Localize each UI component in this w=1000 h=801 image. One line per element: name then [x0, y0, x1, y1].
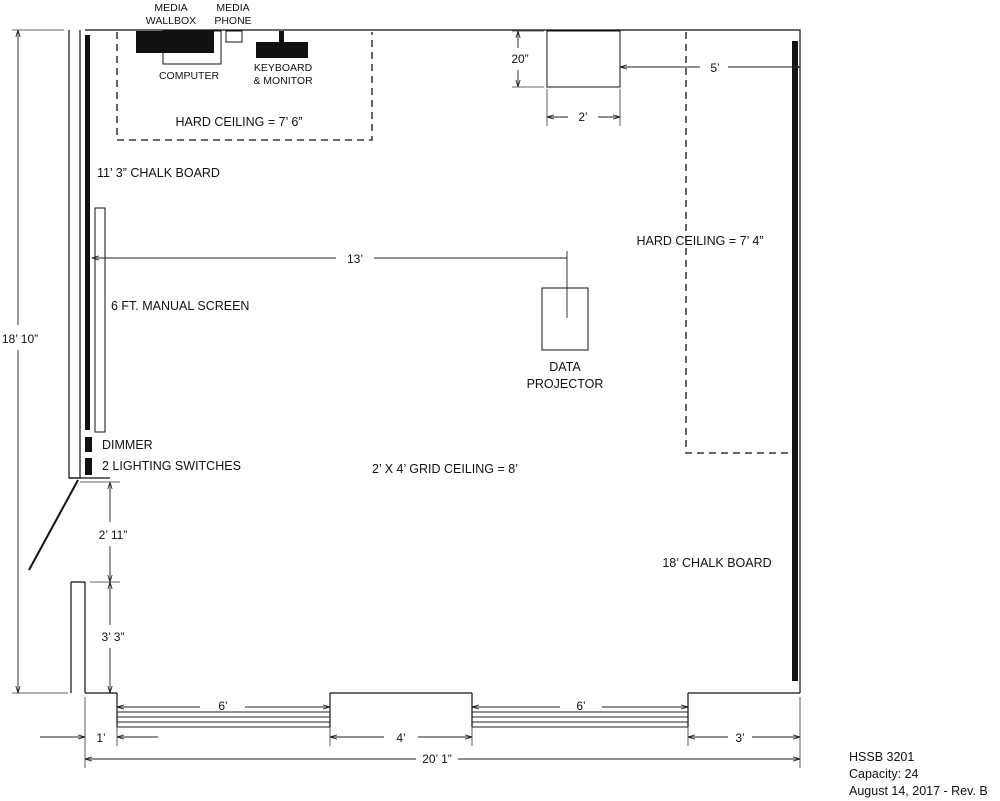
grid-ceiling-label: 2’ X 4’ GRID CEILING = 8’ [372, 462, 518, 476]
computer-desk [162, 30, 222, 65]
manual-screen [94, 207, 106, 433]
box-height-label: 20” [511, 52, 528, 66]
chalk-board-left [85, 35, 90, 430]
window-right-width-label: 6’ [576, 699, 585, 713]
revision-date: August 14, 2017 - Rev. B [849, 784, 988, 798]
manual-screen-label: 6 FT. MANUAL SCREEN [111, 299, 249, 313]
hard-ceiling-left-label: HARD CEILING = 7’ 6” [175, 115, 302, 129]
media-phone [225, 30, 243, 43]
bottom-3ft-label: 3’ [735, 731, 744, 745]
bottom-4ft-label: 4’ [396, 731, 405, 745]
hard-ceiling-right-zone [685, 32, 790, 454]
window-left [116, 693, 331, 728]
screen-to-projector-label: 13’ [347, 252, 363, 266]
chalk-board-right [792, 41, 798, 681]
door-swing [28, 479, 79, 571]
data-projector [541, 287, 589, 351]
hard-ceiling-left-zone [116, 32, 373, 141]
keyboard-monitor [256, 42, 308, 58]
ceiling-box [546, 30, 621, 88]
wall-segment-upper-label: 2’ 11” [99, 528, 128, 542]
window-right [471, 693, 689, 728]
computer-label: COMPUTER [159, 70, 220, 82]
dimmer-label: DIMMER [102, 438, 153, 452]
bottom-1ft-label: 1’ [96, 731, 105, 745]
dimmer [85, 437, 92, 452]
room-depth-label: 18’ 10” [2, 332, 38, 346]
keyboard-monitor-stand [279, 31, 284, 43]
hard-ceiling-right-label: HARD CEILING = 7’ 4” [636, 234, 763, 248]
media-wallbox [136, 31, 214, 53]
keyboard-monitor-label: KEYBOARD& MONITOR [253, 62, 313, 87]
lighting-switches-label: 2 LIGHTING SWITCHES [102, 459, 241, 473]
chalk-board-right-label: 18’ CHALK BOARD [662, 556, 771, 570]
chalk-board-left-label: 11’ 3” CHALK BOARD [97, 166, 220, 180]
room-walls [68, 29, 801, 694]
box-to-wall-label: 5’ [710, 61, 719, 75]
room-width-label: 20’ 1” [422, 752, 452, 766]
wall-segment-lower-label: 3’ 3” [102, 630, 125, 644]
lighting-switches [85, 458, 92, 475]
window-left-width-label: 6’ [218, 699, 227, 713]
room-number: HSSB 3201 [849, 750, 914, 764]
dimension-lines [12, 29, 801, 768]
room-capacity: Capacity: 24 [849, 767, 919, 781]
box-width-label: 2’ [578, 110, 587, 124]
